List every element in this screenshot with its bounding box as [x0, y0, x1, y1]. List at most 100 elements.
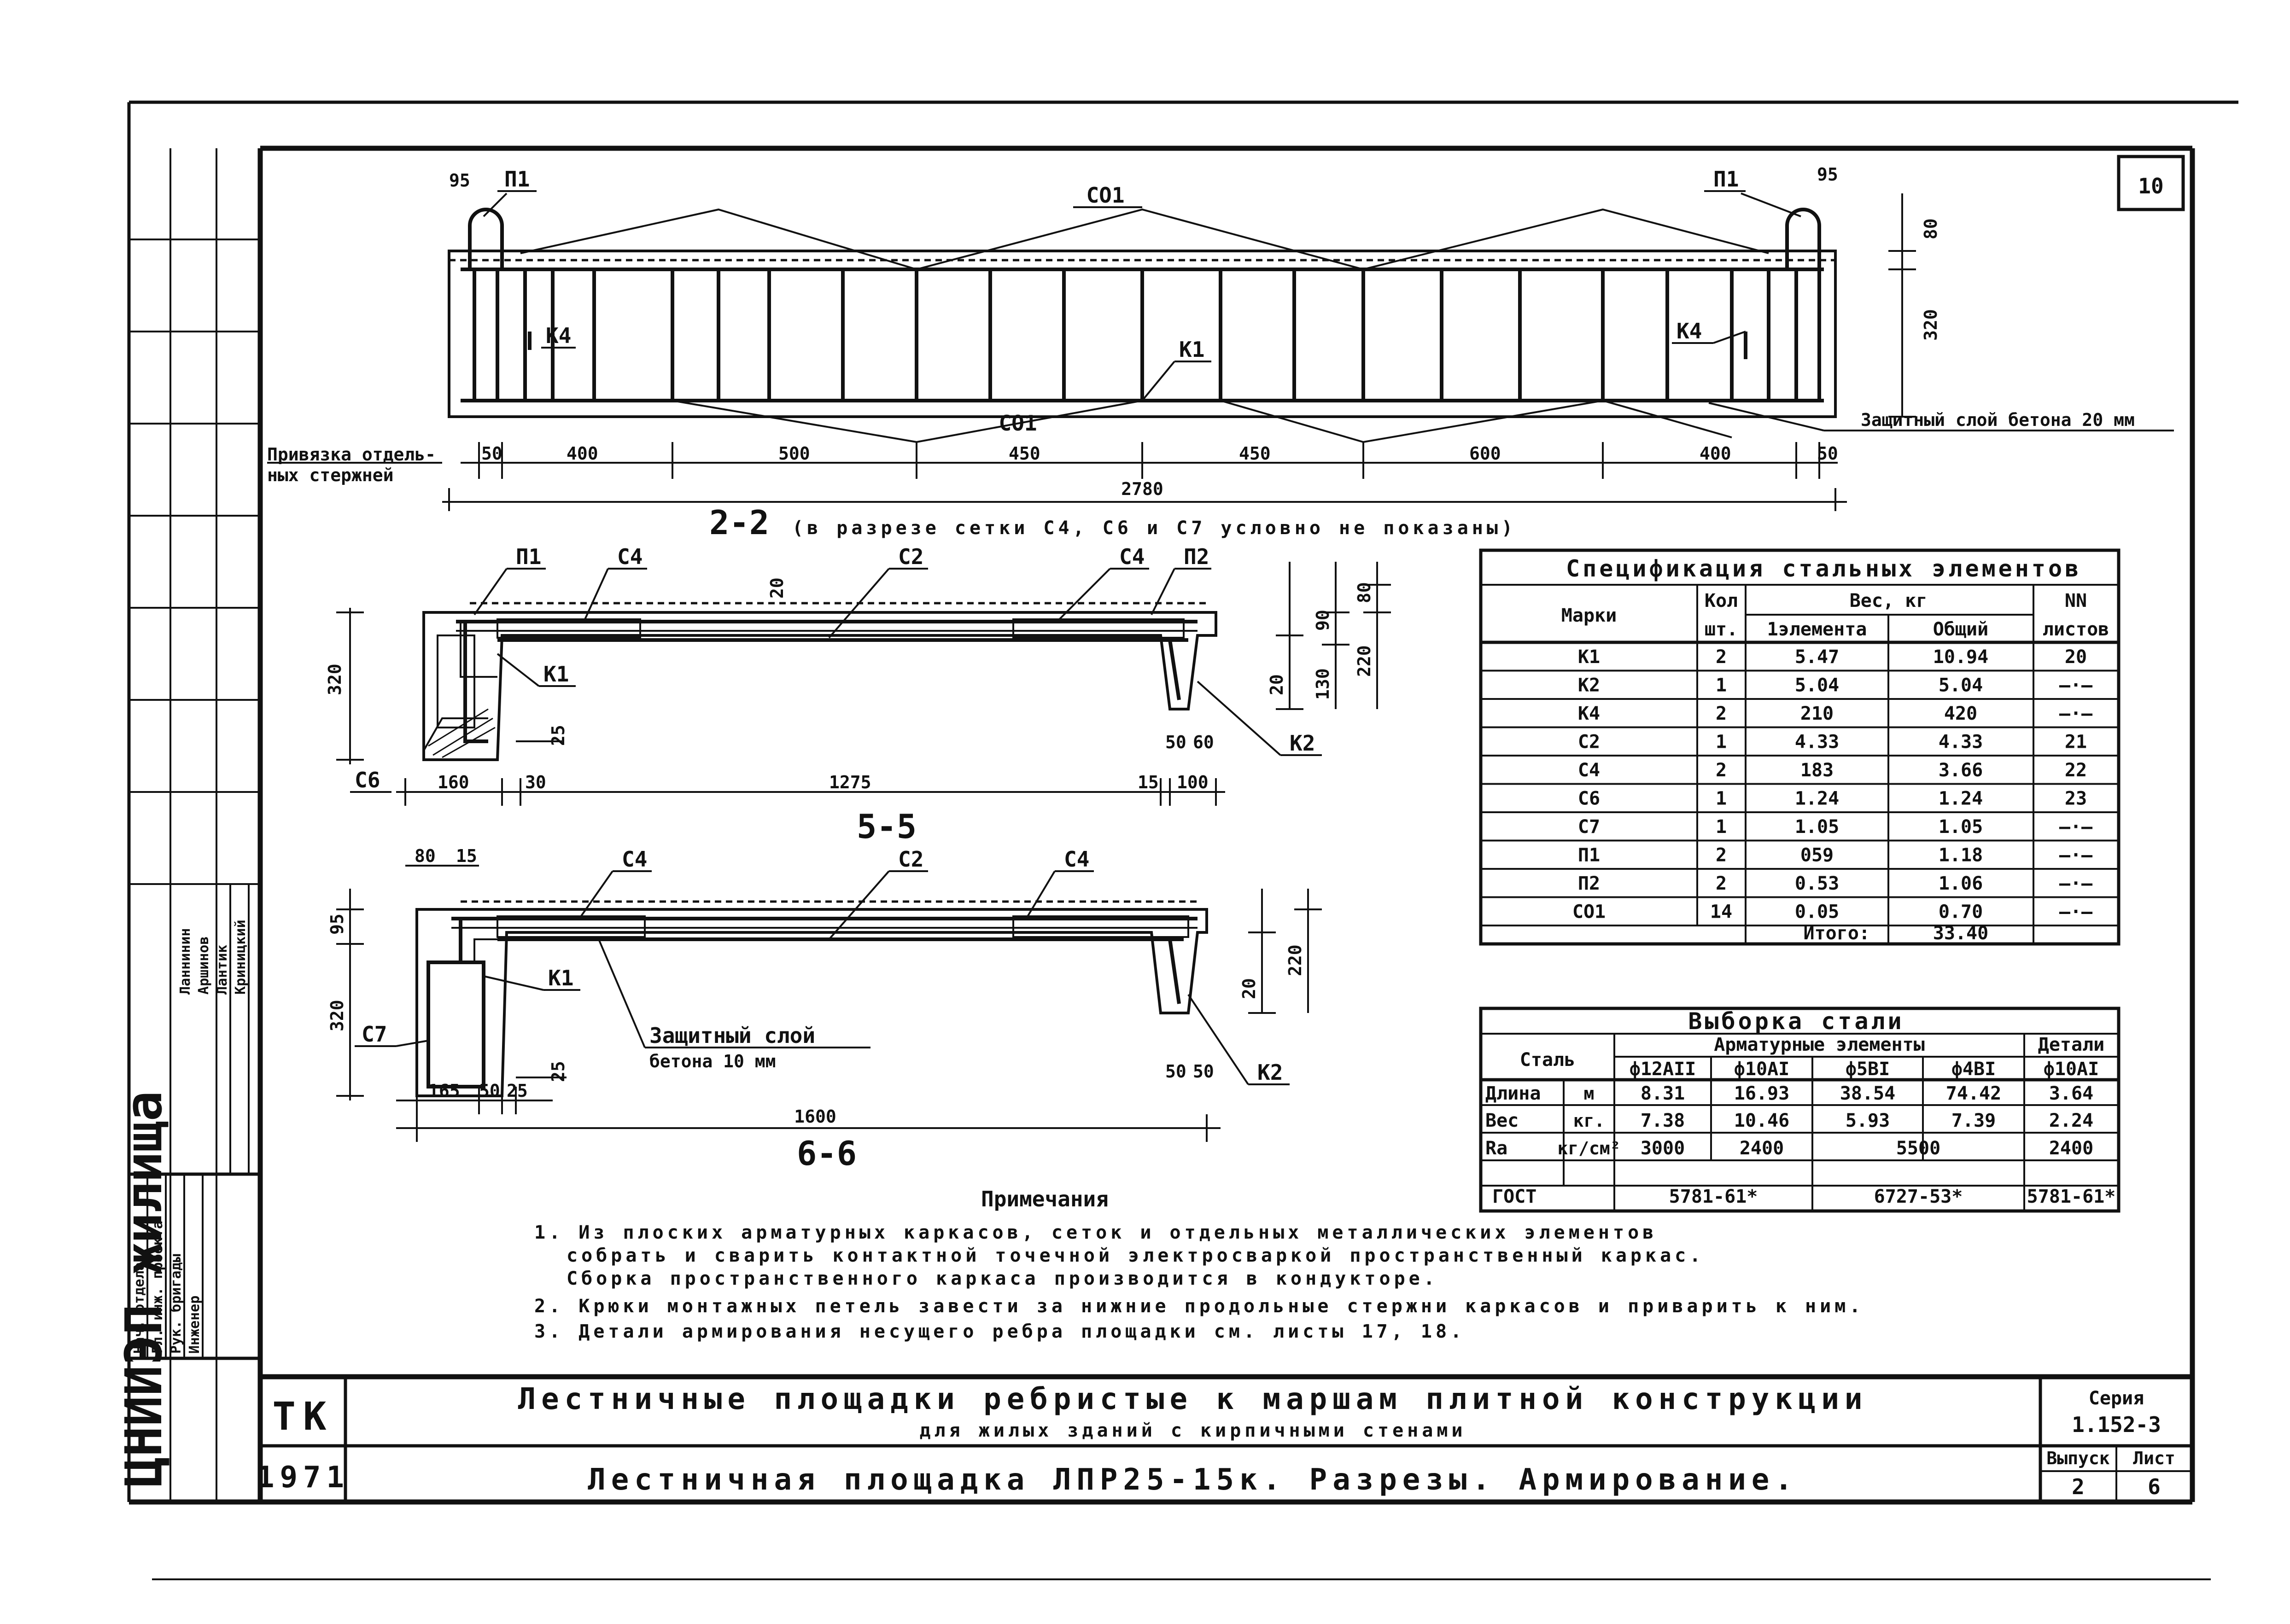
- steel-col-header: ф5ВI: [1846, 1059, 1890, 1080]
- labels-6-6: С4 С2 С4 К1 С7 К2 Защитный слой бетона 1…: [355, 847, 1290, 1085]
- lifting-loop-right: [1785, 208, 1821, 269]
- spec-cell-qty: 14: [1710, 902, 1732, 923]
- section-5-5: П1 С4 С2 С4 П2 К1 К2 С6: [325, 544, 1391, 846]
- dim-6-6-80: 80: [415, 846, 436, 866]
- sheet-value: 6: [2148, 1474, 2161, 1499]
- notes-title: Примечания: [981, 1187, 1109, 1211]
- spec-cell-total: 4.33: [1939, 732, 1983, 753]
- steel-row-label: Вес: [1485, 1110, 1519, 1131]
- dims-6-6: 80 15 95 320 25 20 220 50 50 165: [327, 846, 1322, 1142]
- spec-cell-total: 420: [1944, 703, 1977, 724]
- label-6-6-k1: К1: [548, 966, 573, 990]
- spec-cell-mark: СО1: [1572, 902, 1606, 923]
- dim-5-5-130: 130: [1313, 668, 1333, 700]
- labels-5-5: П1 С4 С2 С4 П2 К1 К2 С6: [350, 544, 1322, 793]
- label-5-5-k1: К1: [543, 662, 569, 687]
- steel-row-unit: кг/см²: [1557, 1138, 1620, 1158]
- spec-cell-per: 059: [1800, 845, 1834, 866]
- section-5-5-title: 5-5: [857, 807, 917, 846]
- spec-cell-qty: 2: [1716, 646, 1727, 668]
- spec-cell-mark: П1: [1578, 845, 1600, 866]
- spec-col-mark: Марки: [1561, 605, 1617, 626]
- spec-total-label: Итого:: [1804, 923, 1870, 944]
- dim-6-6-50b: 50: [1193, 1061, 1214, 1082]
- dim-2-2-total: 2780: [1121, 479, 1163, 499]
- dim-2-2-top-left: 95: [449, 170, 470, 191]
- steel-cell: 2.24: [2049, 1110, 2093, 1131]
- spec-cell-qty: 1: [1716, 732, 1727, 753]
- dim-6-6-1600: 1600: [794, 1106, 836, 1127]
- spec-cell-per: 1.24: [1795, 788, 1839, 809]
- sheet-number: 10: [2138, 174, 2163, 198]
- spec-cell-sheet: —·—: [2059, 902, 2093, 923]
- spec-cell-per: 0.53: [1795, 873, 1839, 894]
- sheet-label: Лист: [2133, 1448, 2175, 1468]
- steel-cell: 3.64: [2049, 1083, 2093, 1104]
- spec-cell-mark: С4: [1578, 760, 1600, 781]
- spec-cell-per: 5.47: [1795, 646, 1839, 668]
- label-6-6-c4-right: С4: [1064, 847, 1089, 872]
- steel-table: Выборка стали Сталь Арматурные элементы …: [1479, 1007, 2121, 1213]
- dim-5-5-100: 100: [1177, 772, 1209, 792]
- spec-cell-mark: К2: [1578, 675, 1600, 696]
- title-line1: Лестничные площадки ребристые к маршам п…: [518, 1382, 1868, 1416]
- dim-5-5-1275: 1275: [829, 772, 871, 792]
- steel-cell: 3000: [1641, 1138, 1685, 1159]
- section-2-2-outline: [448, 250, 1837, 418]
- spec-cell-total: 1.06: [1939, 873, 1983, 894]
- note-1b: собрать и сварить контактной точечной эл…: [567, 1245, 1704, 1266]
- spec-cell-qty: 2: [1716, 703, 1727, 724]
- steel-gost-label: ГОСТ: [1492, 1186, 1536, 1207]
- section-2-2-title: 2-2: [709, 503, 769, 542]
- dim-5-5-30: 30: [525, 772, 546, 792]
- steel-cell: 10.46: [1734, 1110, 1789, 1131]
- dim-5-5-320: 320: [325, 664, 345, 695]
- side-role-1: Нач. отдела: [131, 1262, 147, 1354]
- label-p1-left: П1: [504, 167, 530, 192]
- drawing-title: Лестничная площадка ЛПР25-15к. Разрезы. …: [588, 1463, 1798, 1497]
- note-1c: Сборка пространственного каркаса произво…: [567, 1268, 1438, 1289]
- cover-note-6-6-line1: Защитный слой: [649, 1023, 815, 1048]
- steel-row-unit: кг.: [1573, 1111, 1605, 1131]
- spec-cell-qty: 1: [1716, 675, 1727, 696]
- steel-group-arm: Арматурные элементы: [1714, 1034, 1925, 1055]
- spec-cell-sheet: 22: [2065, 760, 2087, 781]
- spec-table-title: Спецификация стальных элементов: [1566, 555, 2081, 582]
- dims-5-5: 320 20 20 90 130 80 220 25 160: [325, 562, 1391, 806]
- label-6-6-c4-left: С4: [622, 847, 647, 872]
- binding-label-2: ных стержней: [267, 465, 394, 485]
- steel-group-det: Детали: [2038, 1034, 2105, 1055]
- dim-2-2-b4: 450: [1239, 443, 1271, 464]
- dim-6-6-165: 165: [428, 1081, 460, 1101]
- label-p1-right: П1: [1713, 167, 1739, 192]
- spec-cell-sheet: —·—: [2059, 703, 2093, 724]
- binding-label-1: Привязка отдель-: [267, 444, 436, 465]
- cover-note-2-2: Защитный слой бетона 20 мм: [1708, 402, 2174, 431]
- steel-cell: 7.38: [1641, 1110, 1685, 1131]
- steel-col-header: ф4ВI: [1951, 1059, 1996, 1080]
- dim-6-6-50a: 50: [1165, 1061, 1186, 1082]
- note-1a: 1. Из плоских арматурных каркасов, сеток…: [534, 1222, 1657, 1243]
- steel-cell: 16.93: [1734, 1083, 1789, 1104]
- spec-cell-total: 5.04: [1939, 675, 1983, 696]
- dim-2-2-b6: 400: [1700, 443, 1731, 464]
- dim-5-5-80: 80: [1354, 582, 1374, 603]
- note-2: 2. Крюки монтажных петель завести за ниж…: [534, 1296, 1864, 1317]
- side-stamp: ЦНИИЭП жилища Нач. отдела Гл. инж. проек…: [114, 148, 260, 1502]
- section-6-6-title: 6-6: [797, 1134, 857, 1173]
- dim-6-6-25b: 25: [507, 1081, 528, 1101]
- dim-5-5-60: 60: [1193, 732, 1214, 752]
- spec-cell-total: 10.94: [1933, 646, 1988, 668]
- spec-col-sheets-1: NN: [2065, 590, 2087, 611]
- spec-col-sheets-2: листов: [2043, 619, 2109, 640]
- spec-cell-sheet: 21: [2065, 732, 2087, 753]
- label-k4-left: К4: [546, 323, 571, 348]
- spec-cell-per: 5.04: [1795, 675, 1839, 696]
- dim-2-2-b1: 400: [567, 443, 598, 464]
- stirrups: [473, 269, 1821, 401]
- steel-gost-2: 6727-53*: [1874, 1186, 1963, 1207]
